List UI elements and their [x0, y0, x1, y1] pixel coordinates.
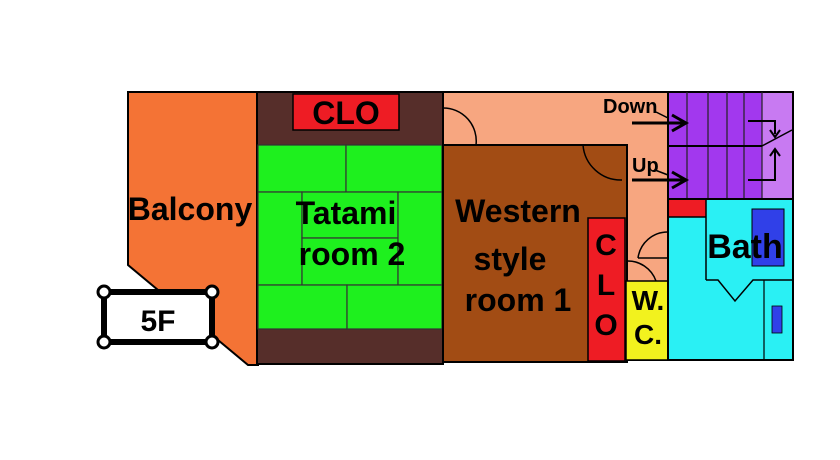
closet-side-letter: O — [594, 309, 617, 342]
closet-top — [292, 93, 400, 131]
bath-red-block — [669, 200, 706, 217]
balcony-area — [127, 91, 259, 366]
door-swing — [637, 231, 669, 259]
bathtub — [751, 208, 785, 267]
balcony-label: Balcony — [128, 191, 253, 227]
door-swing — [442, 107, 477, 146]
door-swing — [582, 144, 623, 181]
tatami-mat — [397, 191, 443, 286]
stairs-up-label: Up — [632, 155, 659, 177]
stair-arrow-down — [748, 120, 776, 134]
closet-side-letter: L — [597, 269, 615, 302]
western-label-line1: Western — [455, 193, 581, 229]
bath-partition — [706, 279, 792, 303]
western-label-line2: style — [474, 241, 547, 277]
stair-landing — [762, 93, 792, 198]
tatami-mat — [346, 284, 443, 330]
tatami-label-line2: room 2 — [299, 236, 406, 272]
western-label-line3: room 1 — [465, 282, 572, 318]
tatami-label-line1: Tatami — [296, 195, 397, 231]
tatami-mat — [301, 191, 399, 239]
wc-label-line2: C. — [634, 319, 662, 350]
stair-arrow-up — [748, 150, 776, 181]
closet-top-label: CLO — [312, 95, 380, 131]
closet-side — [587, 217, 626, 362]
wc-label-line1: W. — [632, 285, 665, 316]
bath-label: Bath — [707, 228, 783, 266]
tatami-mat — [301, 237, 399, 286]
floor-badge: 5F — [96, 284, 220, 350]
arrowhead-icon — [769, 147, 781, 157]
arrowhead-icon — [769, 129, 781, 139]
door-swing — [625, 260, 657, 282]
tatami-mat — [257, 144, 347, 193]
stairs-down-label: Down — [603, 96, 657, 118]
stair-break-line — [761, 129, 793, 147]
closet-side-letter: C — [595, 229, 617, 262]
floor-label: 5F — [140, 305, 175, 338]
bath-fixture — [771, 305, 783, 334]
tatami-mat — [257, 284, 348, 330]
tatami-mat — [345, 144, 443, 193]
wc — [625, 280, 669, 361]
tatami-mats — [257, 144, 443, 330]
